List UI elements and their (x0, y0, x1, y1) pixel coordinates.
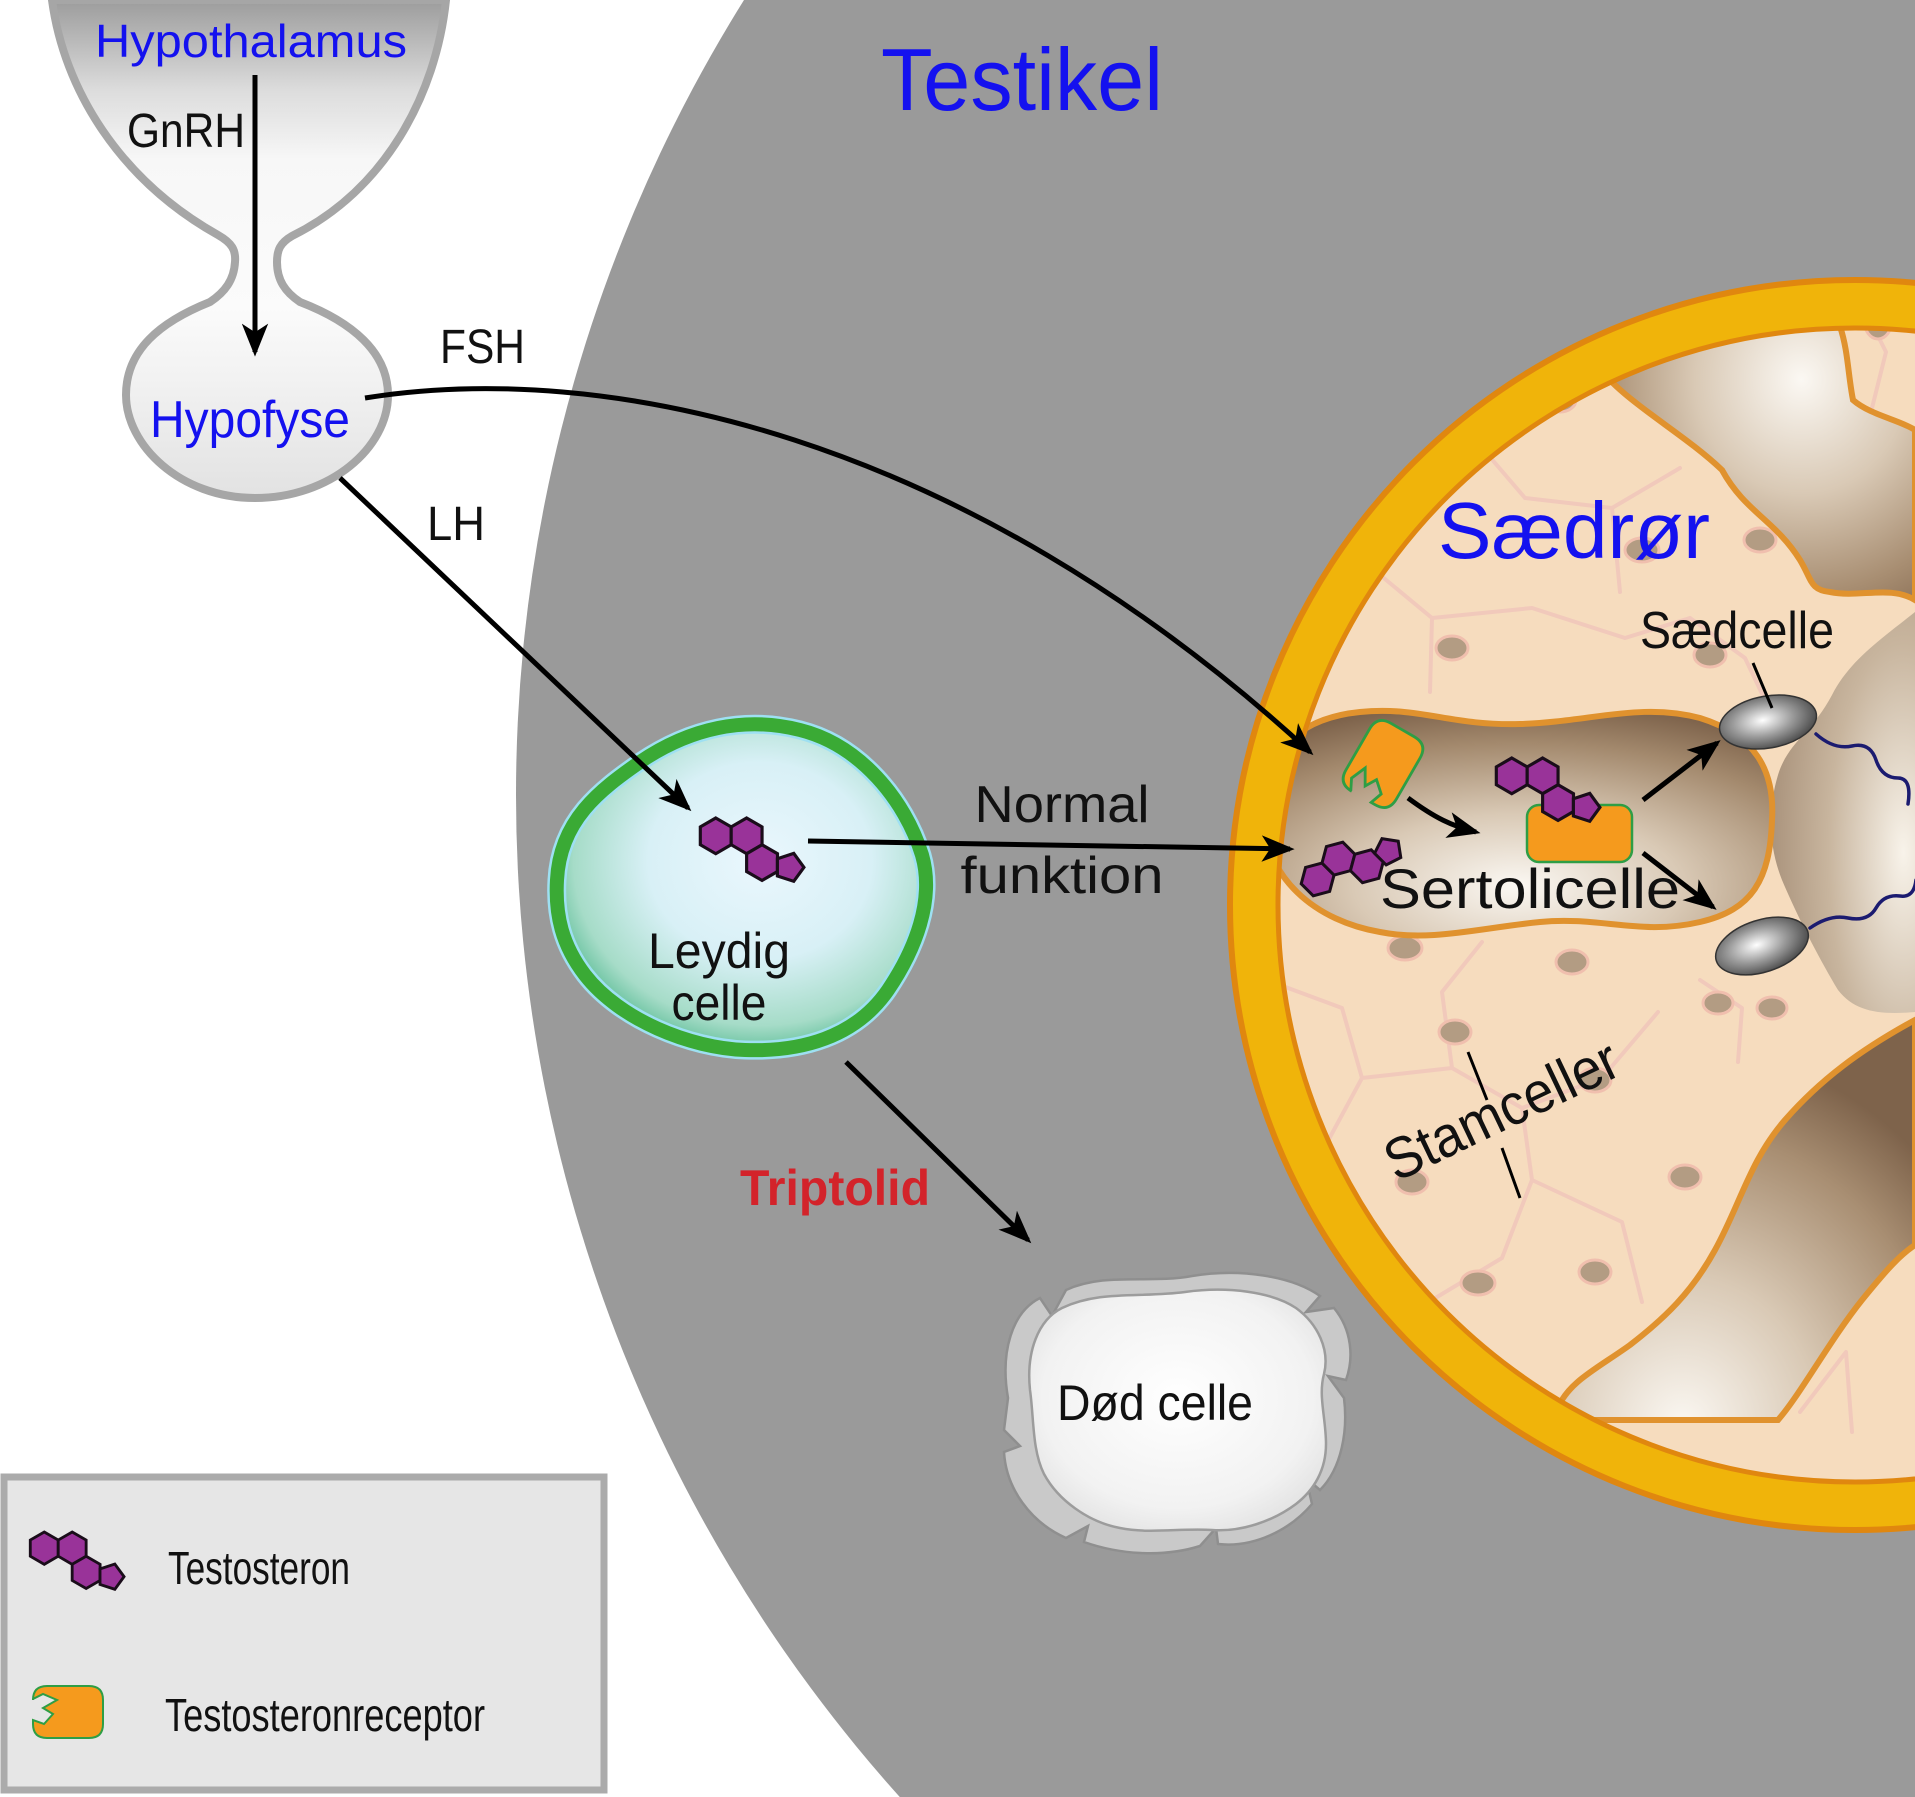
tubule-lumen (1770, 612, 1915, 1013)
leydig-cell (547, 714, 936, 1060)
germ-cell-blob-bottom (1554, 1014, 1915, 1423)
legend-receptor-label: Testosteronreceptor (165, 1689, 485, 1741)
legend-testosterone-label: Testosteron (168, 1542, 350, 1594)
stem-cell-pointer-lines (1466, 1051, 1522, 1199)
normal-function-label-line2: funktion (961, 847, 1164, 905)
sertoli-cell-label: Sertolicelle (1380, 857, 1680, 920)
sperm-cell-1 (1718, 694, 1818, 750)
germ-cell-blob-top (1555, 327, 1915, 606)
binding-arrow (1406, 795, 1481, 838)
sperm-tail-2 (1808, 878, 1915, 930)
tubule-ring-outer-edge (1227, 277, 1915, 1533)
tubule-ring (1231, 281, 1915, 1529)
fsh-arrow (364, 386, 1314, 756)
leydig-cell-membrane (549, 717, 934, 1058)
fsh-label: FSH (440, 321, 525, 374)
triptolid-label: Triptolid (740, 1160, 930, 1216)
hypothalamus-label: Hypothalamus (95, 15, 407, 67)
testis-title: Testikel (881, 30, 1163, 129)
lh-label: LH (427, 498, 485, 551)
sperm-cell-label: Sædcelle (1640, 602, 1834, 660)
tubule-group (1227, 277, 1915, 1533)
lh-arrow (338, 476, 692, 812)
dead-cell (1002, 1271, 1352, 1555)
sertoli-contents (1293, 662, 1774, 1199)
triptolid-arrow (844, 1060, 1032, 1244)
gnrh-label: GnRH (127, 105, 245, 158)
legend (0, 1473, 608, 1794)
to-sperm-arrow-1 (1641, 740, 1721, 802)
tubule-title: Sædrør (1438, 486, 1710, 575)
normal-function-arrow (807, 835, 1295, 862)
tubule-ring-inner-edge (1275, 325, 1915, 1485)
dead-cell-label: Død celle (1057, 1375, 1253, 1431)
hypofyse-label: Hypofyse (150, 391, 350, 449)
leydig-cell-label-line1: Leydig (648, 923, 790, 979)
dead-cell-body (1028, 1288, 1328, 1532)
normal-function-label-line1: Normal (975, 776, 1150, 834)
sperm-cell-2 (1714, 916, 1810, 976)
legend-box (0, 1473, 608, 1794)
sperm-pointer-line (1751, 662, 1774, 709)
hypothalamus-pituitary-shape (47, 0, 451, 503)
sperm-tail-1 (1814, 732, 1911, 806)
leydig-cell-label-line2: celle (672, 975, 767, 1031)
to-sperm-arrow-2 (1641, 851, 1717, 910)
